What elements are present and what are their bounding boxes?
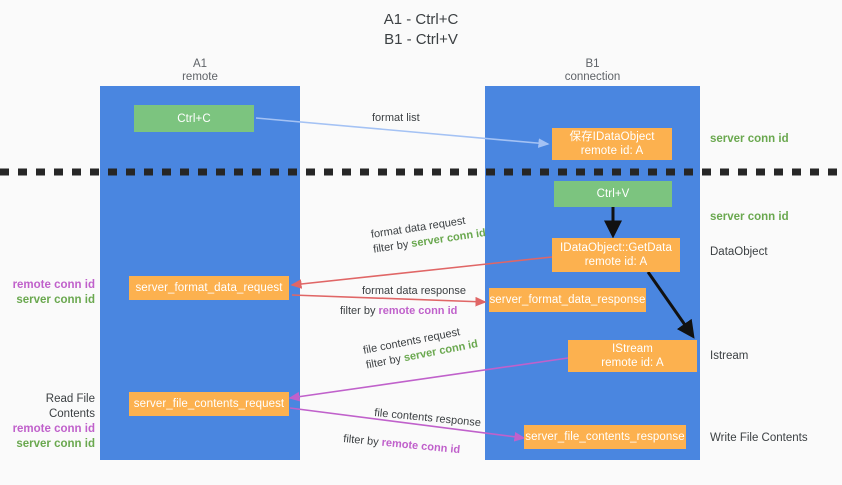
caption-format-data-response-filter: filter by remote conn id [340,304,457,319]
right-label-istream: Istream [710,350,749,362]
caption-format-data-response: format data response [362,285,466,297]
node-ctrl-c-label: Ctrl+C [177,112,211,125]
node-server-format-data-response-label: server_format_data_response [489,294,646,306]
right-label-server-conn-id-mid: server conn id [710,211,789,223]
node-server-file-contents-request[interactable]: server_file_contents_request [129,392,289,416]
left-label-remote-conn-id: remote conn id [12,279,95,291]
caption-file-contents-response-filter: filter by remote conn id [343,432,461,458]
node-idataobject-getdata-remote-id: remote id: A [584,256,648,268]
filter-value-remote-conn-id: remote conn id [381,436,461,457]
node-idataobject-getdata[interactable]: IDataObject::GetData remote id: A [552,238,680,272]
left-label-read-file-contents-group: Read File Contents remote conn id server… [0,392,95,452]
left-label-server-conn-id: server conn id [16,438,95,450]
caption-format-list: format list [372,112,420,124]
node-server-file-contents-response-label: server_file_contents_response [525,431,685,443]
caption-file-contents-request: file contents request filter by server c… [362,322,479,373]
filter-prefix: filter by [340,305,379,317]
filter-prefix: filter by [342,432,383,449]
lane-b1-title: B1 [585,58,600,70]
lane-header-a1: A1 remote [100,58,300,84]
node-store-idataobject-title: 保存IDataObject [569,131,655,143]
node-idataobject-getdata-title: IDataObject::GetData [560,242,672,254]
lane-header-b1: B1 connection [485,58,700,84]
node-server-format-data-response[interactable]: server_format_data_response [489,288,646,312]
left-label-remote-conn-id: remote conn id [12,423,95,435]
node-ctrl-v[interactable]: Ctrl+V [554,181,672,207]
node-store-idataobject[interactable]: 保存IDataObject remote id: A [552,128,672,160]
node-server-file-contents-response[interactable]: server_file_contents_response [524,425,686,449]
lane-a1-subtitle: remote [182,71,218,83]
right-label-server-conn-id-top: server conn id [710,133,789,145]
node-server-format-data-request[interactable]: server_format_data_request [129,276,289,300]
node-istream[interactable]: IStream remote id: A [568,340,697,372]
right-label-write-file-contents: Write File Contents [710,432,808,444]
node-store-idataobject-remote-id: remote id: A [580,145,644,157]
caption-file-contents-response: file contents response [373,406,482,430]
filter-value-remote-conn-id: remote conn id [378,305,458,317]
left-label-server-conn-id: server conn id [16,294,95,306]
node-istream-title: IStream [612,343,653,355]
lane-b1-subtitle: connection [564,71,621,83]
lane-a1-title: A1 [192,58,208,70]
caption-format-data-request: format data request filter by server con… [370,211,487,257]
node-istream-remote-id: remote id: A [601,357,664,369]
node-server-format-data-request-label: server_format_data_request [135,282,283,294]
node-ctrl-v-label: Ctrl+V [596,188,630,200]
left-label-read-file-contents: Read File Contents [45,393,95,420]
diagram-title: A1 - Ctrl+C B1 - Ctrl+V [383,11,459,48]
node-ctrl-c[interactable]: Ctrl+C [134,105,254,132]
right-label-dataobject: DataObject [710,246,768,258]
left-label-format-filters: remote conn id server conn id [0,278,95,308]
node-server-file-contents-request-label: server_file_contents_request [133,398,285,410]
